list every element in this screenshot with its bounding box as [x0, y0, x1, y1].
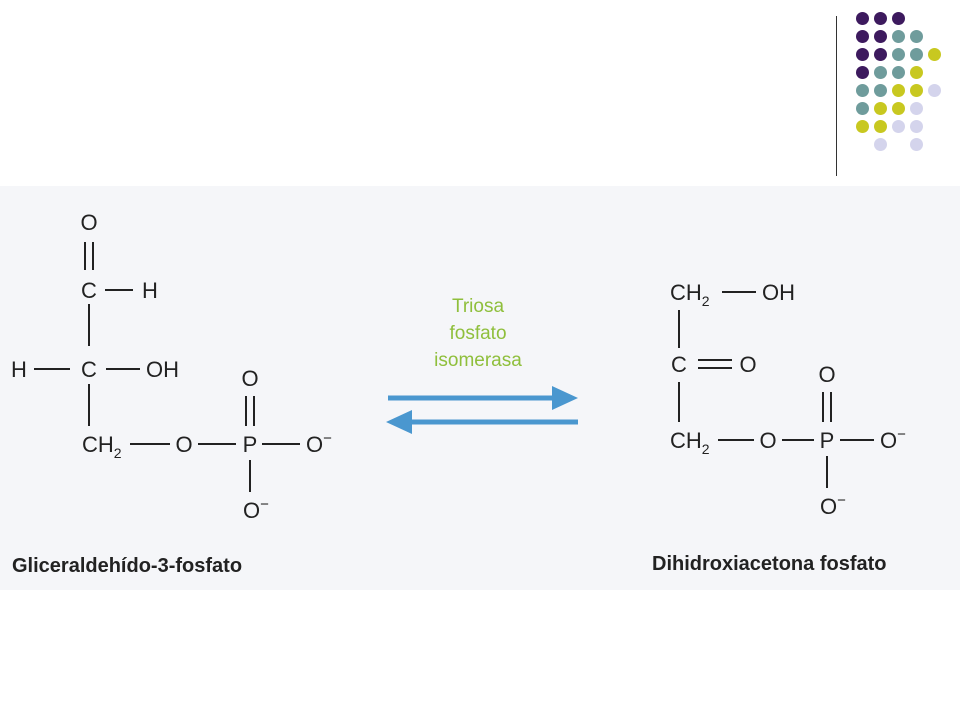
decorative-dot — [892, 102, 905, 115]
decorative-dot — [856, 84, 869, 97]
reactant-o-up: O — [241, 366, 258, 391]
product-o-link: O — [759, 428, 776, 453]
decorative-dot — [874, 48, 887, 61]
reactant-o-down: O− — [243, 496, 269, 523]
decorative-dot — [856, 12, 869, 25]
product-o-down: O− — [820, 492, 846, 519]
decorative-dot — [874, 30, 887, 43]
reactant-c2: C — [81, 357, 97, 382]
reaction-figure: O C H H C OH CH2 O P O− O O− Gliceraldeh… — [0, 186, 960, 590]
decorative-dot — [874, 120, 887, 133]
equilibrium-arrows — [386, 386, 578, 434]
reactant-oh: OH — [146, 357, 179, 382]
product-o-ketone: O — [739, 352, 756, 377]
reactant-o-right: O− — [306, 430, 332, 457]
decorative-dot — [892, 66, 905, 79]
decorative-dot — [910, 102, 923, 115]
decorative-dot — [910, 120, 923, 133]
product-bonds — [678, 291, 874, 488]
product-c: C — [671, 352, 687, 377]
product-ch2-bottom: CH2 — [670, 428, 710, 457]
reactant-h2: H — [11, 357, 27, 382]
decorative-dot — [856, 120, 869, 133]
reactant-h1: H — [142, 278, 158, 303]
product-ch2-top: CH2 — [670, 280, 710, 309]
product-oh: OH — [762, 280, 795, 305]
decorative-dot — [892, 30, 905, 43]
decorative-dot — [892, 84, 905, 97]
enzyme-line-3: isomerasa — [434, 350, 522, 371]
reactant-c1: C — [81, 278, 97, 303]
reactant-o-link: O — [175, 432, 192, 457]
enzyme-label: Triosa fosfato isomerasa — [434, 296, 522, 371]
enzyme-line-1: Triosa — [452, 296, 505, 317]
decorative-dot — [892, 48, 905, 61]
decorative-dot — [874, 84, 887, 97]
product-o-up: O — [818, 362, 835, 387]
decorative-dot — [874, 66, 887, 79]
reactant-o-top: O — [80, 210, 97, 235]
reverse-arrow-head — [386, 410, 412, 434]
decorative-dot — [874, 102, 887, 115]
reactant-p: P — [243, 432, 258, 457]
reactant-ch2: CH2 — [82, 432, 122, 461]
decorative-dot — [856, 30, 869, 43]
decorative-dot — [856, 102, 869, 115]
decorative-dot — [892, 12, 905, 25]
product-o-right: O− — [880, 426, 906, 453]
decorative-dot — [910, 30, 923, 43]
decorative-dot — [856, 48, 869, 61]
product-atoms: CH2 OH C O CH2 O P O− O O− — [670, 280, 906, 519]
decorative-dot — [874, 138, 887, 151]
decorative-dot — [910, 66, 923, 79]
decorative-dot — [874, 12, 887, 25]
decorative-dot-grid — [850, 12, 950, 157]
decorative-dot — [928, 48, 941, 61]
decorative-dot — [928, 84, 941, 97]
vertical-divider — [836, 16, 837, 176]
decorative-dot — [856, 66, 869, 79]
reaction-diagram: O C H H C OH CH2 O P O− O O− Gliceraldeh… — [11, 210, 906, 577]
decorative-dot — [910, 48, 923, 61]
forward-arrow-head — [552, 386, 578, 410]
product-p: P — [820, 428, 835, 453]
decorative-dot — [910, 138, 923, 151]
decorative-dot — [892, 120, 905, 133]
product-name: Dihidroxiacetona fosfato — [652, 553, 886, 575]
decorative-dot — [910, 84, 923, 97]
reactant-atoms: O C H H C OH CH2 O P O− O O− — [11, 210, 332, 523]
reactant-name: Gliceraldehído-3-fosfato — [12, 555, 242, 577]
reactant-bonds — [34, 242, 300, 492]
enzyme-line-2: fosfato — [449, 323, 506, 344]
